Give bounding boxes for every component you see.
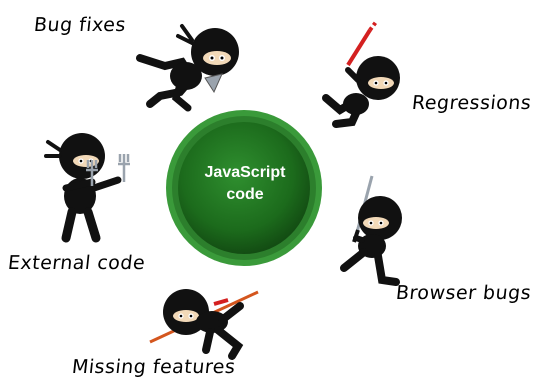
label-regressions: Regressions bbox=[410, 92, 533, 114]
label-browser-bugs: Browser bugs bbox=[394, 282, 533, 304]
javascript-code-circle bbox=[166, 110, 322, 266]
center-label: JavaScript code bbox=[182, 162, 308, 206]
ninja-external-code-icon bbox=[44, 133, 130, 243]
ninja-browser-bugs-icon bbox=[340, 175, 402, 286]
label-bug-fixes: Bug fixes bbox=[32, 14, 128, 36]
center-label-line1: JavaScript bbox=[204, 164, 286, 181]
ninja-missing-features-icon bbox=[149, 289, 259, 360]
ninja-bug-fixes-icon bbox=[136, 24, 239, 112]
ninja-regressions-icon bbox=[322, 20, 400, 128]
label-missing-features: Missing features bbox=[70, 356, 237, 378]
label-external-code: External code bbox=[6, 252, 147, 274]
center-label-line2: code bbox=[226, 186, 264, 203]
